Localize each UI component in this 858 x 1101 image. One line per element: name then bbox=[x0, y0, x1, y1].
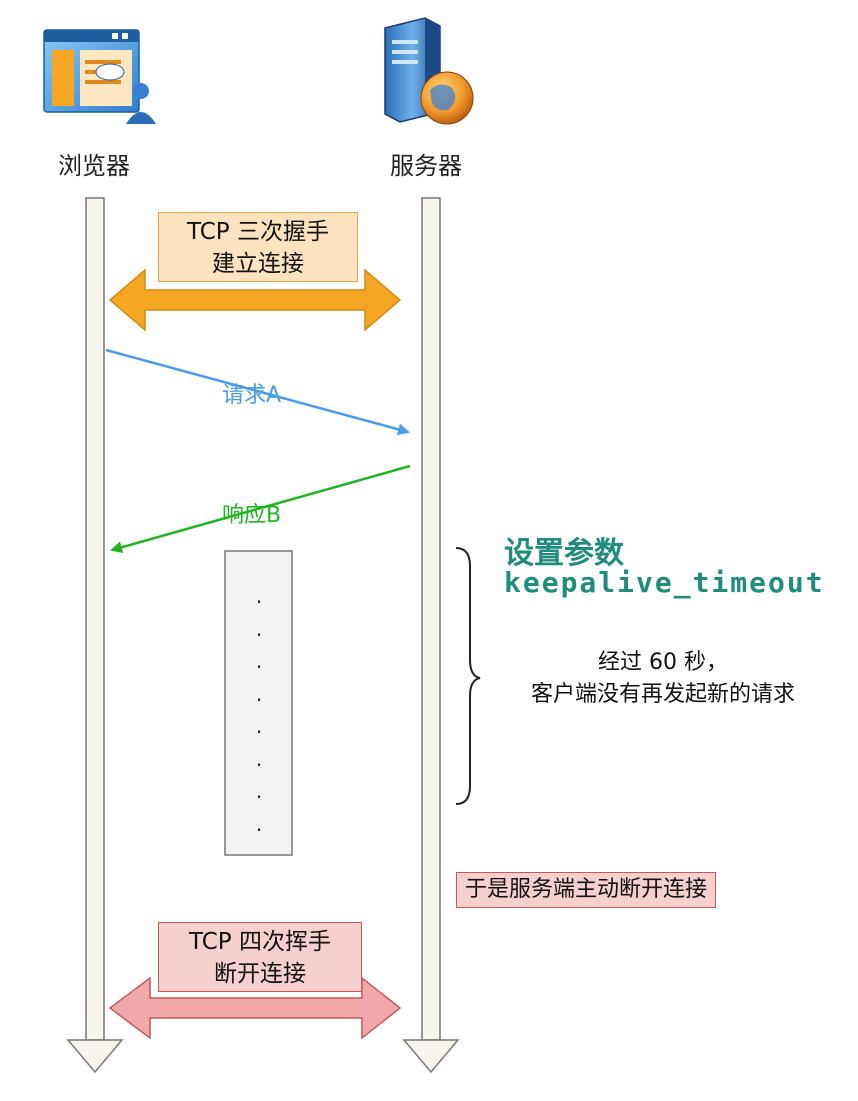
idle-dot: · bbox=[255, 752, 263, 777]
timeout-brace bbox=[455, 547, 481, 805]
timeout-param-name: keepalive_timeout bbox=[504, 566, 825, 599]
idle-dot: · bbox=[255, 590, 263, 614]
wave-line-2: 断开连接 bbox=[214, 961, 306, 987]
browser-label: 浏览器 bbox=[58, 152, 130, 180]
timeout-note-line-2: 客户端没有再发起新的请求 bbox=[530, 682, 795, 707]
idle-dot: · bbox=[255, 817, 263, 842]
server-close-note: 于是服务端主动断开连接 bbox=[456, 872, 717, 908]
idle-dot: · bbox=[255, 622, 263, 647]
handshake-double-arrow bbox=[108, 268, 402, 332]
response-label: 响应B bbox=[222, 503, 282, 528]
server-lifeline bbox=[402, 197, 460, 1074]
wave-line-1: TCP 四次挥手 bbox=[189, 929, 331, 955]
idle-dot: · bbox=[255, 687, 263, 712]
idle-dot: · bbox=[255, 655, 263, 679]
server-label: 服务器 bbox=[390, 152, 462, 180]
request-arrow bbox=[105, 348, 410, 436]
response-arrow bbox=[110, 464, 411, 554]
handshake-line-1: TCP 三次握手 bbox=[187, 219, 329, 245]
browser-lifeline bbox=[66, 197, 124, 1074]
idle-dot: · bbox=[255, 720, 263, 744]
browser-window-icon bbox=[43, 29, 156, 124]
timeout-param-title: 设置参数 bbox=[504, 536, 624, 571]
handshake-box: TCP 三次握手 建立连接 bbox=[158, 212, 358, 282]
handshake-line-2: 建立连接 bbox=[212, 251, 304, 277]
server-globe-icon bbox=[384, 17, 474, 125]
wave-double-arrow bbox=[108, 976, 402, 1040]
wave-box: TCP 四次挥手 断开连接 bbox=[158, 922, 362, 992]
timeout-note-line-1: 经过 60 秒， bbox=[598, 650, 728, 675]
idle-dot: · bbox=[255, 785, 263, 809]
idle-period-box bbox=[224, 550, 293, 856]
request-label: 请求A bbox=[222, 383, 282, 408]
idle-dots: · · · · · · · · bbox=[250, 586, 268, 846]
